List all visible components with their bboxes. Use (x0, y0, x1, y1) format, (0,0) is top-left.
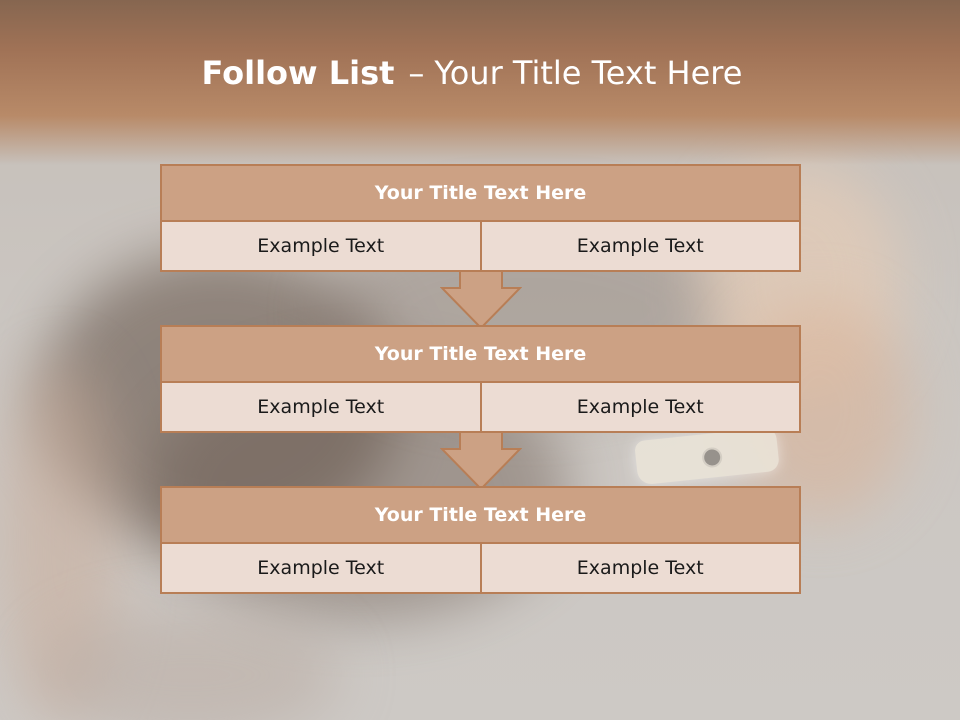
list-block: Your Title Text Here Example Text Exampl… (160, 325, 801, 433)
list-block: Your Title Text Here Example Text Exampl… (160, 486, 801, 594)
background-arm (40, 610, 340, 720)
down-arrow-icon (440, 270, 522, 330)
slide-title: Follow List–Your Title Text Here (0, 54, 944, 92)
block-cell-left: Example Text (160, 544, 482, 594)
block-cell-right: Example Text (481, 383, 801, 433)
block-heading: Your Title Text Here (160, 486, 801, 544)
block-cell-left: Example Text (160, 383, 482, 433)
block-cell-right: Example Text (481, 544, 801, 594)
list-block: Your Title Text Here Example Text Exampl… (160, 164, 801, 272)
block-row: Example Text Example Text (160, 544, 801, 594)
block-cell-left: Example Text (160, 222, 482, 272)
slide-title-bold: Follow List (201, 54, 395, 92)
slide-title-separator: – (408, 54, 425, 92)
block-row: Example Text Example Text (160, 383, 801, 433)
title-band (0, 0, 960, 165)
device-button (701, 446, 724, 469)
down-arrow-icon (440, 431, 522, 491)
block-row: Example Text Example Text (160, 222, 801, 272)
block-cell-right: Example Text (481, 222, 801, 272)
block-heading: Your Title Text Here (160, 325, 801, 383)
slide-title-rest: Your Title Text Here (434, 54, 743, 92)
block-heading: Your Title Text Here (160, 164, 801, 222)
